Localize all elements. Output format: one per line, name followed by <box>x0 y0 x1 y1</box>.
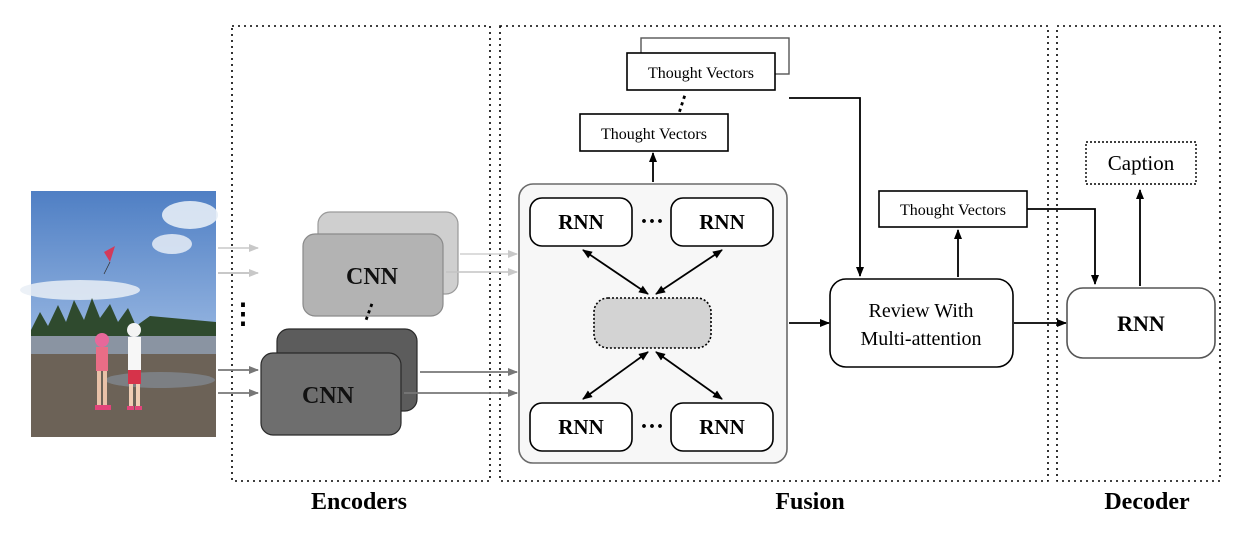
fusion-section-label: Fusion <box>775 489 844 515</box>
bidir-arrow-bl <box>582 351 649 400</box>
cnn-front-label: CNN <box>302 383 355 409</box>
thought-vectors-top-label: Thought Vectors <box>648 65 754 82</box>
fusion-rnn-top-right <box>670 197 774 247</box>
encoders-section-label: Encoders <box>311 489 407 515</box>
thought-vectors-review <box>878 190 1028 228</box>
fusion-rnn-top-left-label: RNN <box>558 210 604 234</box>
thought-vectors-mid <box>579 113 729 152</box>
decoder-frame <box>1056 25 1221 482</box>
caption-label: Caption <box>1108 151 1175 175</box>
decoder-section-label: Decoder <box>1104 489 1190 515</box>
fusion-rnn-bottom-left-label: RNN <box>558 415 604 439</box>
bidir-arrow-tl <box>582 249 649 295</box>
cnn-back-label: CNN <box>346 264 399 290</box>
fusion-frame <box>499 25 1049 482</box>
review-line1: Review With <box>869 300 974 322</box>
fusion-rnn-bottom-right <box>670 402 774 452</box>
encoder-ellipsis: ⋮ <box>229 299 257 330</box>
cnn-back-block <box>302 233 444 317</box>
decoder-rnn-label: RNN <box>1117 311 1165 336</box>
fusion-rnn-bottom-right-label: RNN <box>699 415 745 439</box>
bidir-arrow-br <box>655 351 723 400</box>
fusion-dots-top: ··· <box>640 209 664 235</box>
decoder-rnn <box>1066 287 1216 359</box>
input-photo <box>20 191 218 437</box>
thought-vectors-mid-label: Thought Vectors <box>601 126 707 143</box>
caption-box <box>1085 141 1197 185</box>
encoders-frame <box>231 25 491 482</box>
thought-to-review-arrow <box>789 97 864 277</box>
thought-vectors-top <box>626 52 776 91</box>
fusion-dots-bottom: ··· <box>640 414 664 440</box>
thought-vectors-review-label: Thought Vectors <box>900 202 1006 219</box>
fusion-rnn-top-left <box>529 197 633 247</box>
thought-to-decoder-arrow <box>1027 208 1099 285</box>
fusion-rnn-bottom-left <box>529 402 633 452</box>
fusion-rnn-top-right-label: RNN <box>699 210 745 234</box>
review-multi-attention <box>829 278 1014 368</box>
fusion-hidden-node <box>593 297 712 349</box>
review-line2: Multi-attention <box>860 328 981 350</box>
bidir-arrow-tr <box>655 249 723 295</box>
cnn-front-block <box>260 352 402 436</box>
